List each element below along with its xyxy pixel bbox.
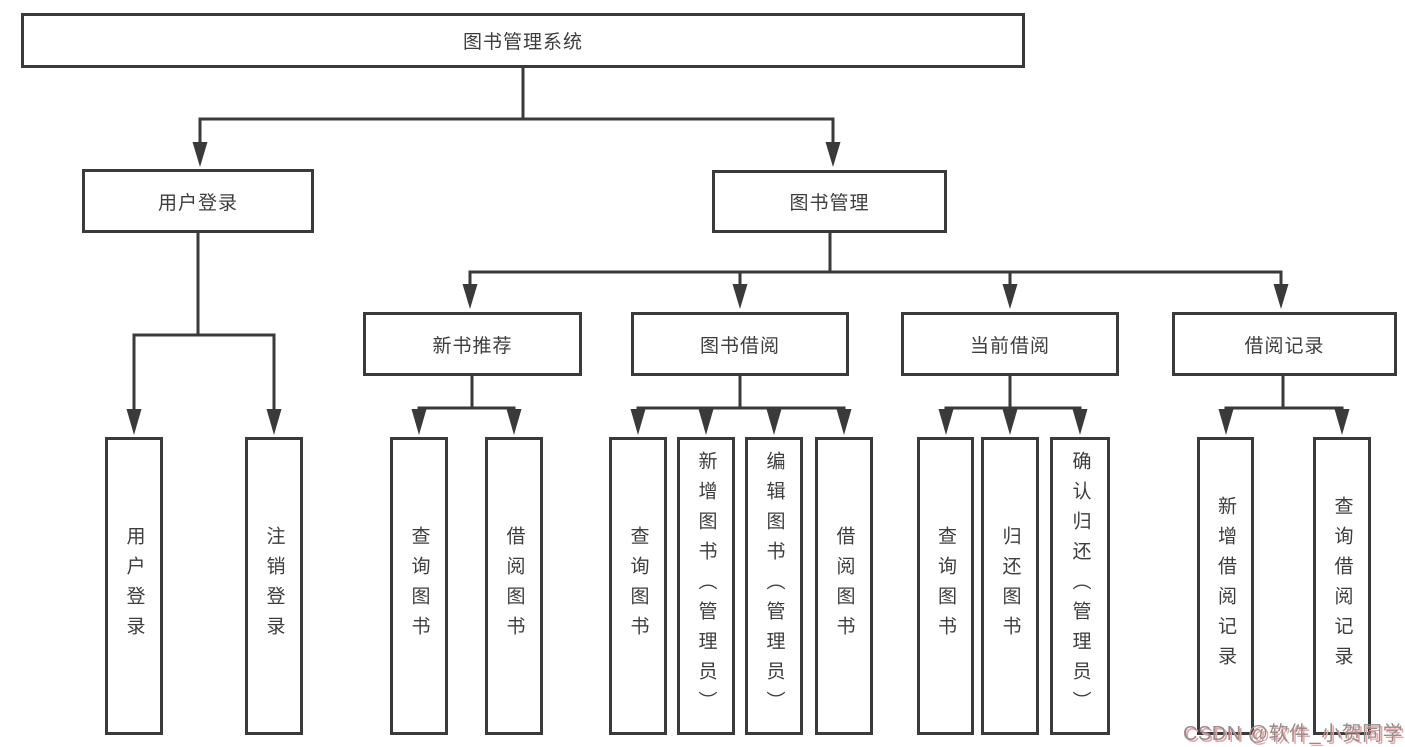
leaf-add-books-admin-label: 新增图书（管理员） [695, 451, 717, 721]
leaf-newbook-query-books: 查询图书 [390, 437, 448, 735]
leaf-query-borrow-record: 查询借阅记录 [1313, 437, 1371, 735]
new-book-recommend-node: 新书推荐 [363, 312, 582, 376]
connector-root-branch [192, 66, 841, 167]
current-borrow-label: 当前借阅 [969, 335, 1050, 357]
leaf-user-login-label: 用户登录 [123, 526, 145, 646]
leaf-user-login: 用户登录 [105, 437, 163, 735]
leaf-edit-books-admin: 编辑图书（管理员） [745, 437, 803, 735]
connector-user-login-branch [126, 231, 282, 435]
user-login-node-label: 用户登录 [157, 192, 238, 214]
leaf-return-books: 归还图书 [981, 437, 1039, 735]
leaf-logout: 注销登录 [245, 437, 303, 735]
leaf-newbook-borrow-books: 借阅图书 [485, 437, 543, 735]
csdn-watermark: CSDN @软件_小贺同学 [1183, 723, 1404, 745]
leaf-newbook-borrow-books-label: 借阅图书 [503, 526, 525, 646]
book-borrow-label: 图书借阅 [699, 335, 780, 357]
leaf-borrow-query-books: 查询图书 [609, 437, 667, 735]
book-borrow-node: 图书借阅 [631, 312, 849, 376]
leaf-borrow-books: 借阅图书 [815, 437, 873, 735]
borrow-records-label: 借阅记录 [1244, 335, 1325, 357]
connector-new-book-branch [411, 374, 522, 435]
leaf-current-query-books: 查询图书 [917, 437, 974, 735]
connector-book-borrow-branch [630, 374, 852, 435]
leaf-query-borrow-record-label: 查询借阅记录 [1331, 496, 1353, 676]
leaf-add-borrow-record: 新增借阅记录 [1197, 437, 1254, 735]
leaf-confirm-return-admin-label: 确认归还（管理员） [1069, 451, 1091, 721]
user-login-node: 用户登录 [82, 169, 314, 233]
connector-book-management-branch [462, 231, 1289, 309]
leaf-current-query-books-label: 查询图书 [935, 526, 956, 646]
book-management-node-label: 图书管理 [789, 193, 870, 214]
leaf-edit-books-admin-label: 编辑图书（管理员） [763, 451, 785, 721]
borrow-records-node: 借阅记录 [1172, 312, 1397, 376]
new-book-recommend-label: 新书推荐 [432, 335, 513, 357]
leaf-return-books-label: 归还图书 [999, 526, 1021, 646]
leaf-add-borrow-record-label: 新增借阅记录 [1215, 496, 1236, 676]
leaf-borrow-query-books-label: 查询图书 [627, 526, 649, 646]
leaf-borrow-books-label: 借阅图书 [833, 526, 855, 646]
current-borrow-node: 当前借阅 [901, 312, 1119, 376]
leaf-confirm-return-admin: 确认归还（管理员） [1050, 437, 1110, 735]
root-node-library-system: 图书管理系统 [21, 13, 1025, 68]
connector-borrow-records-branch [1218, 374, 1350, 435]
root-node-label: 图书管理系统 [462, 32, 583, 53]
leaf-add-books-admin: 新增图书（管理员） [677, 437, 735, 735]
connector-current-borrow-branch [938, 374, 1088, 435]
book-management-node: 图书管理 [712, 170, 947, 233]
leaf-newbook-query-books-label: 查询图书 [408, 526, 430, 646]
leaf-logout-label: 注销登录 [263, 526, 285, 646]
